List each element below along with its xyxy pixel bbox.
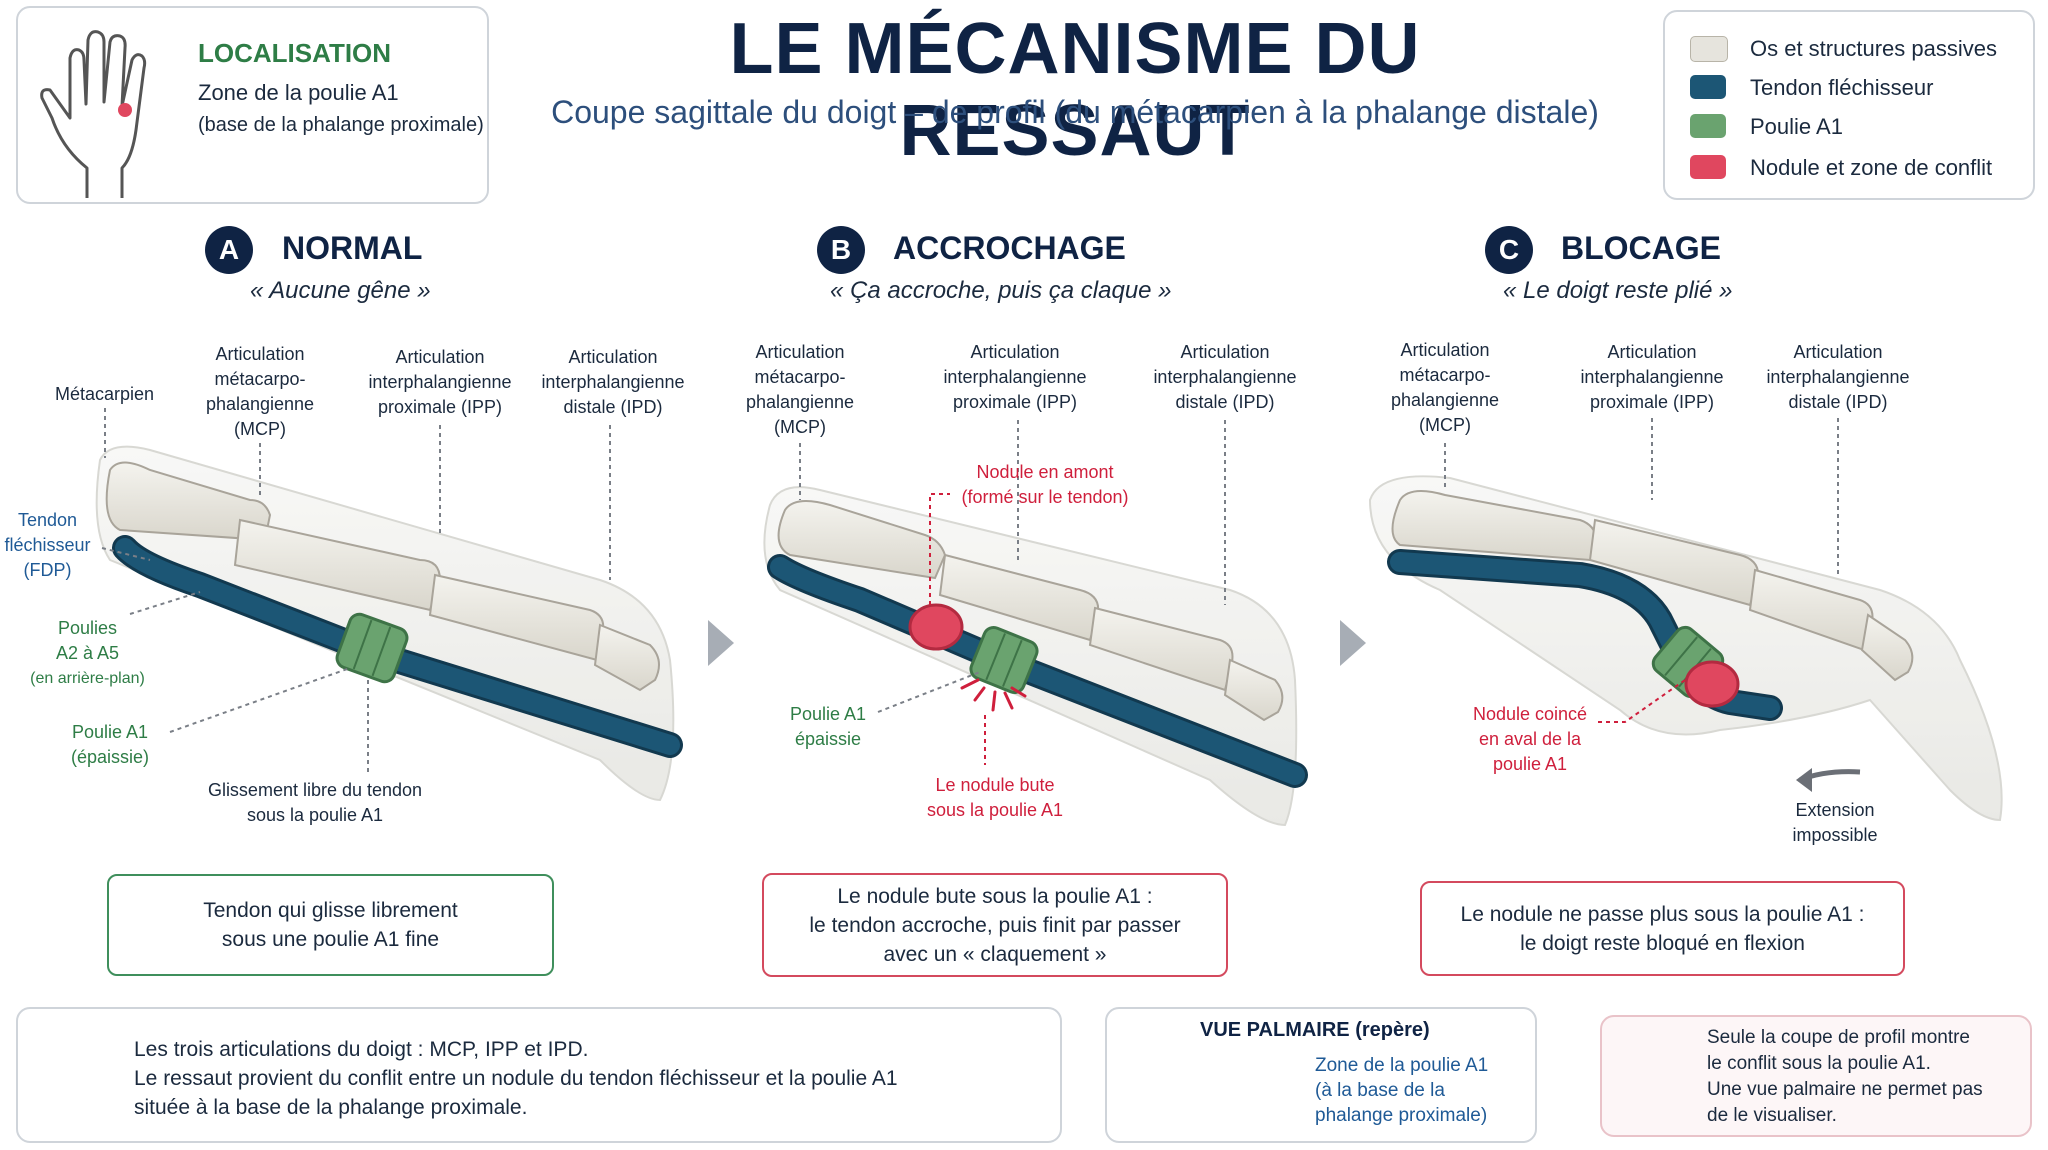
hand-icon (40, 30, 147, 198)
panel-b-quote: « Ça accroche, puis ça claque » (830, 277, 1172, 304)
info-card: Les trois articulations du doigt : MCP, … (16, 1007, 1062, 1143)
extension-arrow-head (1796, 768, 1812, 792)
leader-lines-c (1444, 418, 1839, 578)
palmar-card: VUE PALMAIRE (repère) Zone de la poulie … (1105, 1007, 1537, 1143)
info-text: Les trois articulations du doigt : MCP, … (134, 1038, 898, 1119)
metacarpal-bone-b (777, 500, 947, 580)
chevron-right-icon (1340, 620, 1366, 666)
finger-a (95, 445, 683, 802)
tendon-swatch (1690, 75, 1726, 99)
finger-c (1368, 475, 2003, 822)
panel-c-quote: « Le doigt reste plié » (1503, 277, 1733, 304)
a1-zone-dot (118, 103, 132, 117)
summary-c: Le nodule ne passe plus sous la poulie A… (1420, 881, 1905, 976)
panel-b-badge: B (817, 226, 865, 274)
label-poulie-a1-a: Poulie A1(épaissie) (70, 722, 150, 767)
summary-b: Le nodule bute sous la poulie A1 :le ten… (762, 873, 1228, 977)
localisation-line2: (base de la phalange proximale) (198, 114, 484, 136)
metacarpal-bone-c (1391, 490, 1599, 562)
nodule-c (1684, 660, 1740, 708)
bone-swatch (1690, 36, 1728, 62)
panel-a-quote: « Aucune gêne » (250, 277, 431, 304)
metacarpal-bone-a (105, 461, 272, 542)
panel-a-badge: A (205, 226, 253, 274)
nodule-swatch (1690, 155, 1726, 179)
leader-lines-b-red (929, 493, 986, 765)
panel-b-title: ACCROCHAGE (893, 230, 1126, 266)
leader-lines-b (799, 420, 1226, 713)
label-nodule-amont: Nodule en amont(formé sur le tendon) (961, 462, 1129, 507)
finger-b (763, 486, 1308, 827)
leader-lines-c-red (1598, 679, 1686, 723)
pulley-a1-a (335, 612, 409, 684)
panel-c-title: BLOCAGE (1561, 230, 1721, 266)
localisation-line1: Zone de la poulie A1 (198, 80, 399, 105)
distal-phalanx-c (1860, 613, 1914, 682)
localisation-card: LOCALISATION Zone de la poulie A1 (base … (16, 6, 489, 204)
page-title: LE MÉCANISME DU RESSAUT (729, 9, 1421, 171)
tendon-b (770, 557, 1305, 785)
nodule-b (908, 603, 964, 651)
page-subtitle: Coupe sagittale du doigt – de profil (du… (551, 94, 1599, 130)
distal-phalanx-a (593, 623, 660, 692)
panel-c-badge: C (1485, 226, 1533, 274)
pulley-a1-b (969, 625, 1039, 695)
palmar-title: VUE PALMAIRE (repère) (1200, 1019, 1430, 1041)
leader-lines-a (101, 408, 611, 772)
pulley-swatch (1690, 114, 1726, 138)
distal-phalanx-b (1223, 658, 1284, 722)
chevron-right-icon (708, 620, 734, 666)
label-metacarpien: Métacarpien (55, 384, 155, 404)
localisation-title: LOCALISATION (198, 38, 392, 68)
panel-a-title: NORMAL (282, 230, 423, 266)
tendon-a (115, 538, 680, 755)
conflict-burst-b (960, 678, 1027, 712)
